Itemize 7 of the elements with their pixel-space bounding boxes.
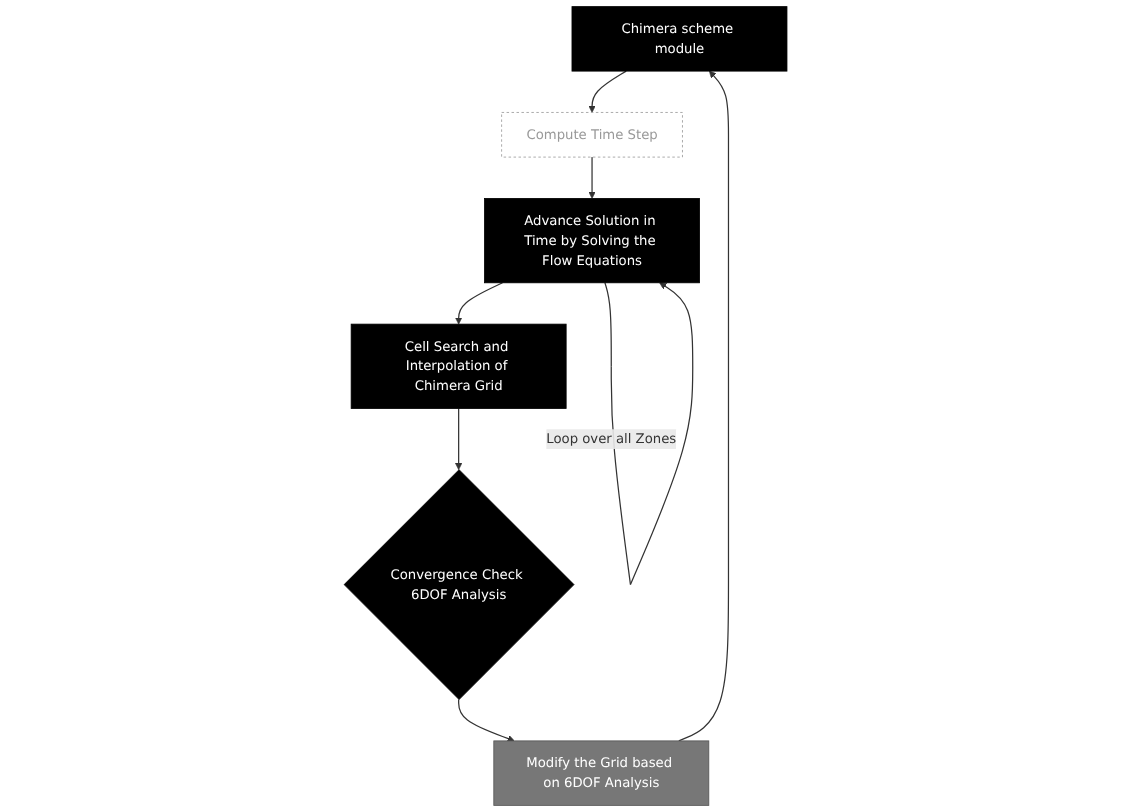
arrow bbox=[458, 698, 516, 742]
arrow bbox=[604, 282, 694, 586]
arrow bbox=[678, 70, 730, 742]
arrow bbox=[588, 156, 597, 199]
arrow bbox=[588, 70, 628, 113]
arrow bbox=[455, 407, 463, 470]
arrow bbox=[455, 282, 504, 325]
